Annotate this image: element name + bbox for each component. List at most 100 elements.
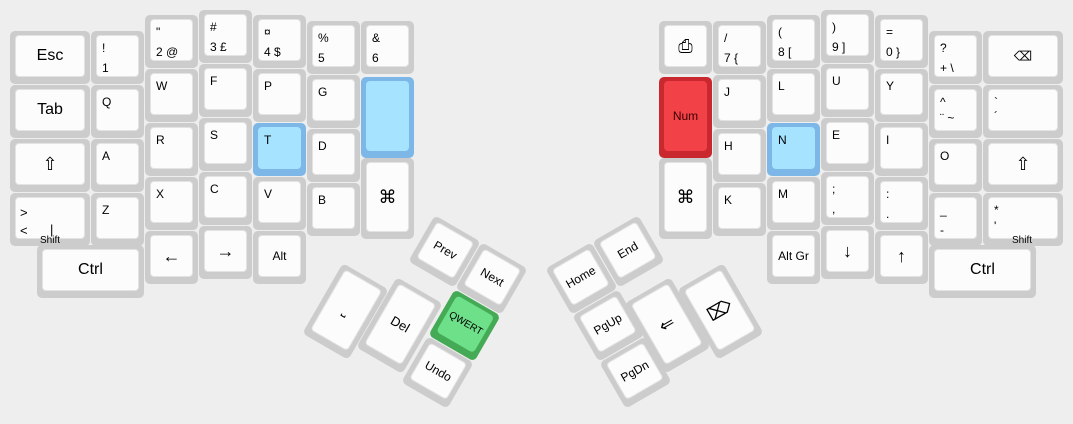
key-3[interactable]: # 3 £ [199, 10, 252, 63]
key-up-arrow[interactable]: ↑ [875, 231, 928, 284]
key-label: PgDn [618, 357, 652, 385]
key-z[interactable]: Z [91, 193, 144, 246]
key-s[interactable]: S [199, 118, 252, 171]
key-semicolon[interactable]: ; , [821, 172, 874, 225]
key-1[interactable]: ! 1 [91, 31, 144, 84]
key-label: A [102, 149, 111, 163]
key-shift-left-inner[interactable]: ⇧ [10, 139, 90, 192]
key-q[interactable]: Q [91, 85, 144, 138]
key-l[interactable]: L [767, 69, 820, 122]
key-alt[interactable]: Alt [253, 231, 306, 284]
key-r[interactable]: R [145, 123, 198, 176]
key-label-top: ; [832, 182, 836, 196]
key-4[interactable]: ¤ 4 $ [253, 15, 306, 68]
key-e[interactable]: E [821, 118, 874, 171]
down-arrow-icon: ↓ [843, 241, 852, 261]
key-down-arrow[interactable]: ↓ [821, 226, 874, 279]
key-label-bottom: 0 } [886, 45, 901, 59]
key-left-arrow[interactable]: ← [145, 231, 198, 284]
key-print[interactable]: ⎙ [659, 21, 712, 74]
key-cmd-left[interactable]: ⌘ [361, 158, 414, 239]
key-label-top: & [372, 31, 381, 45]
left-arrow-icon: ← [162, 246, 181, 266]
key-underscore[interactable]: _ - [929, 193, 982, 246]
command-icon: ⌘ [676, 187, 695, 207]
key-left-layer-blank[interactable] [361, 77, 414, 158]
key-ctrl-left[interactable]: Ctrl [37, 245, 144, 298]
delete-icon: ⌦ [703, 295, 736, 326]
key-ctrl-right[interactable]: Ctrl [929, 245, 1036, 298]
key-label-bottom: < [20, 223, 28, 238]
key-n[interactable]: N [767, 123, 820, 176]
key-label-bottom: 1 [102, 61, 109, 75]
key-num-layer[interactable]: Num [659, 77, 712, 158]
key-star[interactable]: * ' [983, 193, 1063, 246]
backspace-icon: ⇐ [655, 311, 679, 337]
key-p[interactable]: P [253, 69, 306, 122]
key-right-arrow[interactable]: → [199, 226, 252, 279]
shift-icon: ⇧ [42, 154, 58, 174]
key-shift-right-inner[interactable]: ⇧ [983, 139, 1063, 192]
key-b[interactable]: B [307, 183, 360, 236]
key-question[interactable]: ? + \ [929, 31, 982, 84]
key-esc[interactable]: Esc [10, 31, 90, 84]
key-label-top: ! [102, 41, 106, 55]
key-w[interactable]: W [145, 69, 198, 122]
key-g[interactable]: G [307, 75, 360, 128]
key-label: Num [672, 109, 699, 123]
key-label: O [940, 149, 950, 163]
key-label: QWERT [446, 309, 485, 338]
key-label: F [210, 74, 218, 88]
key-9[interactable]: ) 9 ] [821, 10, 874, 63]
key-6[interactable]: & 6 [361, 21, 414, 74]
key-label: W [156, 79, 168, 93]
key-m[interactable]: M [767, 177, 820, 230]
up-arrow-icon: ↑ [897, 246, 906, 266]
shift-icon: ⇧ [1015, 154, 1031, 174]
key-backspace[interactable]: ⌫ [983, 31, 1063, 84]
key-label-bottom: 6 [372, 51, 379, 65]
key-label-top: # [210, 20, 217, 34]
key-f[interactable]: F [199, 64, 252, 117]
right-arrow-icon: → [216, 241, 235, 261]
key-v[interactable]: V [253, 177, 306, 230]
key-label: N [778, 133, 787, 147]
key-a[interactable]: A [91, 139, 144, 192]
key-label-bottom: + \ [940, 61, 954, 75]
key-label-bottom: , [832, 202, 836, 216]
key-label-bottom: 2 @ [156, 45, 179, 59]
key-label-bottom: ´ [994, 109, 998, 123]
key-x[interactable]: X [145, 177, 198, 230]
key-caret[interactable]: ^ ¨ ~ [929, 85, 982, 138]
key-y[interactable]: Y [875, 69, 928, 122]
key-altgr[interactable]: Alt Gr [767, 231, 820, 284]
key-cmd-right[interactable]: ⌘ [659, 158, 712, 239]
key-d[interactable]: D [307, 129, 360, 182]
key-c[interactable]: C [199, 172, 252, 225]
key-i[interactable]: I [875, 123, 928, 176]
key-0[interactable]: = 0 } [875, 15, 928, 68]
key-label: L [778, 79, 785, 93]
key-t[interactable]: T [253, 123, 306, 176]
key-u[interactable]: U [821, 64, 874, 117]
key-angle-brackets[interactable]: > < | [10, 193, 90, 246]
key-label-top: ` [994, 95, 998, 109]
key-o[interactable]: O [929, 139, 982, 192]
key-k[interactable]: K [713, 183, 766, 236]
key-2[interactable]: " 2 @ [145, 15, 198, 68]
key-tab[interactable]: Tab [10, 85, 90, 138]
key-label: Esc [36, 47, 64, 64]
key-colon[interactable]: : . [875, 177, 928, 230]
key-grave[interactable]: ` ´ [983, 85, 1063, 138]
key-label: G [318, 85, 328, 99]
key-label-bottom: 3 £ [210, 40, 227, 54]
key-label: M [778, 187, 788, 201]
key-5[interactable]: % 5 [307, 21, 360, 74]
key-label-top: > [20, 205, 28, 220]
key-7[interactable]: / 7 { [713, 21, 766, 74]
key-label: Home [563, 263, 599, 292]
key-j[interactable]: J [713, 75, 766, 128]
key-8[interactable]: ( 8 [ [767, 15, 820, 68]
key-h[interactable]: H [713, 129, 766, 182]
